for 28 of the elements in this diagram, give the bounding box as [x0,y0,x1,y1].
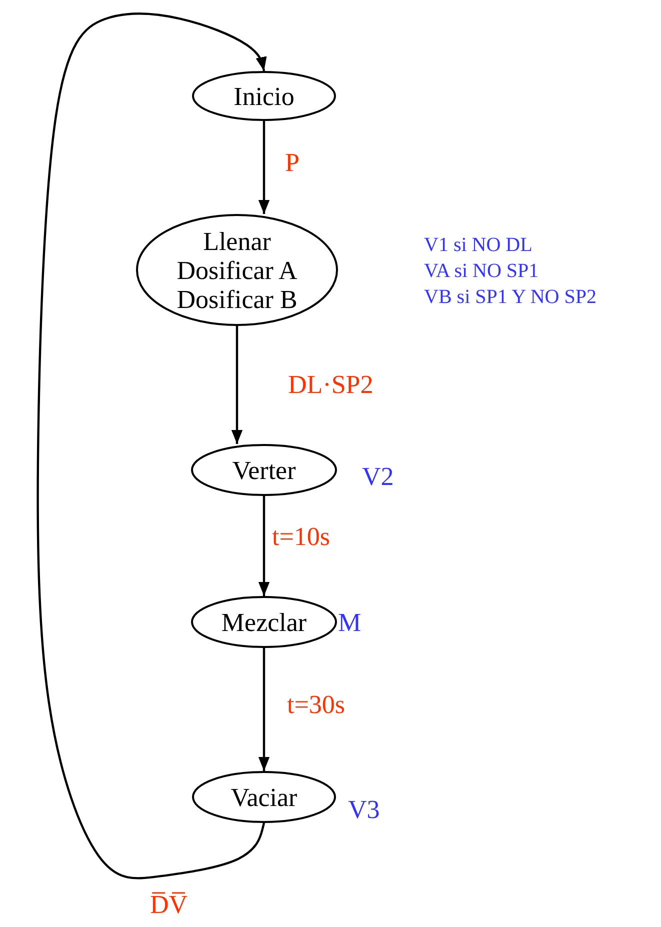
arrow [258,121,270,214]
state-label: Vaciar [230,782,298,812]
state-label: Verter [232,456,296,484]
state-label: Dosificar A [176,256,298,284]
arrow [36,12,267,880]
action-label: M [338,607,362,639]
transition-condition: D̅V̅ [150,890,188,920]
state-ellipse [192,71,336,121]
transition-condition: t=10s [272,522,330,552]
action-label: V1 si NO DL [424,233,532,258]
state-label: Dosificar B [176,284,298,314]
state-ellipse [192,771,336,823]
action-label: VA si NO SP1 [424,259,539,284]
action-label: V2 [362,461,394,493]
state-ellipse [191,444,337,496]
action-label: VB si SP1 Y NO SP2 [424,285,596,310]
state-label: Llenar [203,226,271,256]
action-label: V3 [348,794,380,826]
transition-condition: t=30s [287,690,346,720]
arrow [258,648,270,771]
arrow [231,326,243,444]
transition-condition: P [285,148,300,178]
state-ellipse [136,214,338,326]
state-label: Inicio [234,82,294,110]
transition-condition: DL·SP2 [288,370,374,400]
state-label: Mezclar [221,608,307,636]
state-ellipse [191,596,337,648]
arrow [258,496,270,596]
